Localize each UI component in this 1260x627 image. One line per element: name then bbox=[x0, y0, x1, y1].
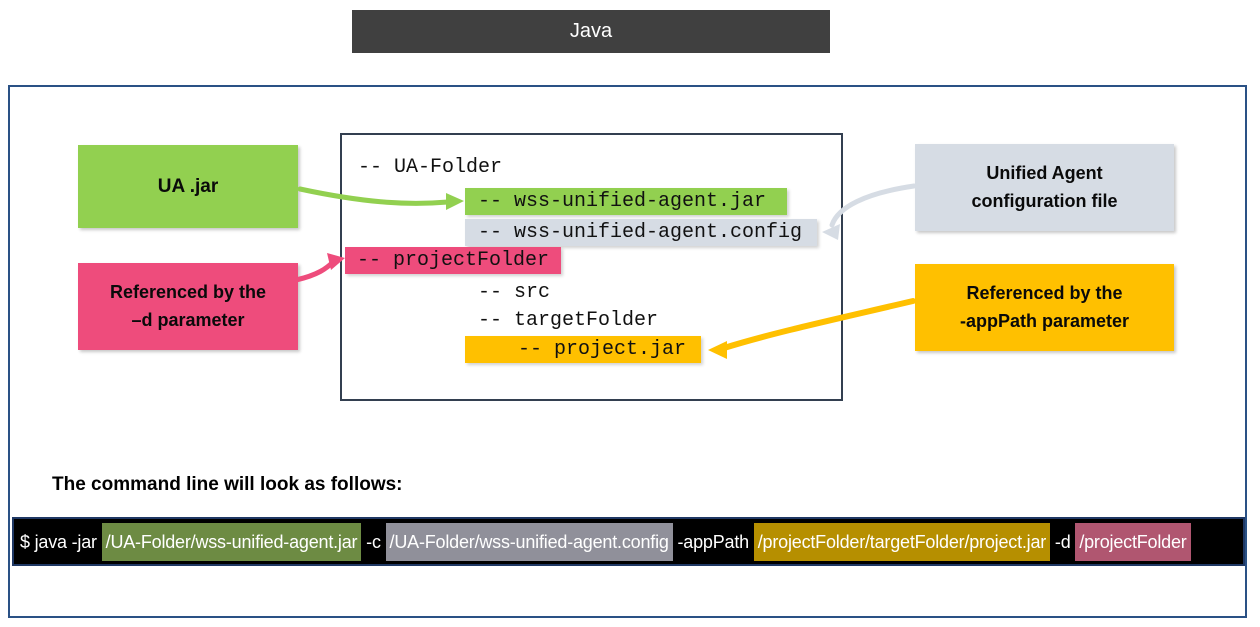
tree-line-agent-config: -- wss-unified-agent.config bbox=[465, 219, 817, 246]
label-ua-jar-text: UA .jar bbox=[157, 175, 219, 197]
cmd-segment: -d bbox=[1050, 531, 1076, 552]
cmd-segment: $ java -jar bbox=[20, 531, 102, 552]
label-ua-jar: UA .jar bbox=[78, 145, 298, 228]
command-line-bar: $ java -jar /UA-Folder/wss-unified-agent… bbox=[12, 517, 1245, 566]
label-config-file: Unified Agent configuration file bbox=[915, 144, 1174, 231]
header-title: Java bbox=[569, 20, 613, 42]
tree-line-project-jar: -- project.jar bbox=[465, 336, 701, 363]
cmd-segment-config: /UA-Folder/wss-unified-agent.config bbox=[385, 522, 673, 561]
tree-line-src: -- src bbox=[478, 281, 551, 304]
header-java: Java bbox=[352, 10, 830, 53]
tree-line-ua-folder: -- UA-Folder bbox=[358, 156, 503, 179]
cmd-segment-project-jar: /projectFolder/targetFolder/project.jar bbox=[753, 522, 1051, 561]
tree-line-target-folder: -- targetFolder bbox=[478, 309, 659, 332]
command-heading: The command line will look as follows: bbox=[52, 474, 403, 495]
cmd-segment-project-folder: /projectFolder bbox=[1075, 522, 1191, 561]
label-apppath-parameter: Referenced by the -appPath parameter bbox=[915, 264, 1174, 351]
tree-line-project-folder: -- projectFolder bbox=[345, 247, 561, 274]
cmd-segment-ua-jar: /UA-Folder/wss-unified-agent.jar bbox=[101, 522, 362, 561]
cmd-segment: -appPath bbox=[672, 531, 754, 552]
cmd-segment: -c bbox=[361, 531, 386, 552]
tree-line-agent-jar: -- wss-unified-agent.jar bbox=[465, 188, 787, 215]
label-d-parameter: Referenced by the –d parameter bbox=[78, 263, 298, 350]
